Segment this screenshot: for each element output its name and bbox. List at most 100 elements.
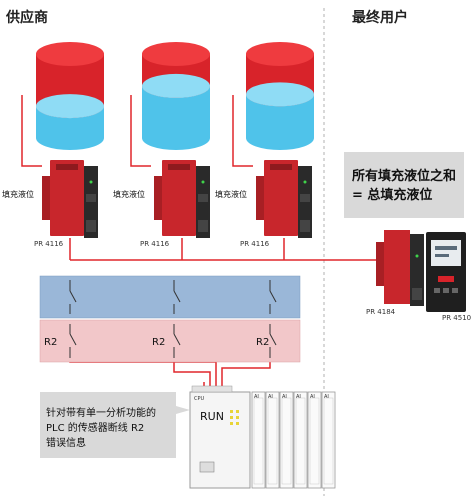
plc-ethernet-port [199,461,215,473]
relay-contact-blue-2 [173,280,181,314]
pr4116-module-1 [42,160,98,238]
analog-bus [70,252,401,261]
tank-liquid [246,94,314,150]
relay-contact-r2-3 [269,324,277,358]
fill-level-label-3: 填充液位 [215,189,247,199]
module-side [256,176,266,220]
ai-label-1: AI [254,394,259,400]
relay-band-blue [39,275,301,319]
module-terminal-top [56,164,78,170]
tank-top [36,42,104,66]
relay-contact-r2-2 [173,324,181,358]
module-body [162,160,196,236]
plc-note-pointer [176,406,190,414]
pr4184-label: PR 4184 [366,308,396,316]
relay-r2-label-3: R2 [256,337,269,348]
supplier-heading: 供应商 [5,9,48,26]
tank-3 [246,42,314,150]
plc-status-leds [230,410,239,425]
pr4510-label: PR 4510 [442,314,471,322]
module-led [89,180,93,184]
device-button-right [452,288,458,293]
sensor-wire-3 [232,95,253,167]
device-side [376,242,386,286]
tank-top [142,42,210,66]
tank-liquid [142,85,210,150]
pr4510-device [426,232,466,312]
device-button-red [438,276,454,282]
module-terminal-bottom [198,220,208,232]
plc-note-line2: PLC 的传感器断线 R2 [46,421,144,434]
plc-io-modules [251,391,336,489]
tank-1 [36,42,104,150]
relay-r2-label-1: R2 [44,337,57,348]
plc-ai-module-4 [293,391,308,489]
plc-note-line1: 针对带有单一分析功能的 [46,406,156,419]
device-terminal [412,288,422,300]
plc-note-callout [40,392,176,458]
plc-cpu-label: CPU [194,396,205,402]
tank-liquid [36,106,104,150]
tank-liquid-surface [142,73,210,98]
module-model-label-3: PR 4116 [240,240,270,248]
module-body [264,160,298,236]
relay-contacts-blue [69,280,277,314]
module-side [42,176,52,220]
module-terminal-bottom [300,220,310,232]
ai-label-2: AI [268,394,273,400]
module-body [50,160,84,236]
plc-unit: CPU RUN AI AI AI AI AI AI [189,385,336,489]
relay-contact-r2-1 [69,324,77,358]
ai-label-5: AI [310,394,315,400]
plc-ai-module-6 [321,391,336,489]
fill-level-label-2: 填充液位 [113,189,145,199]
plc-ai-module-3 [279,391,294,489]
module-terminal-bottom [86,220,96,232]
pr4116-module-3 [256,160,312,238]
relay-r2-label-2: R2 [152,337,165,348]
device-screen-bar [435,246,457,250]
pr4184-device [376,230,424,306]
module-terminal-top [270,164,292,170]
plc-ai-module-2 [265,391,280,489]
plc-ai-module-5 [307,391,322,489]
fill-level-label-1: 填充液位 [2,189,34,199]
module-model-label-2: PR 4116 [140,240,170,248]
end-user-heading: 最终用户 [352,9,408,26]
module-display [198,194,208,202]
relay-contact-blue-1 [69,280,77,314]
total-level-line1: 所有填充液位之和 [352,168,456,184]
module-led [303,180,307,184]
ai-label-4: AI [296,394,301,400]
plc-ai-module-1 [251,391,266,489]
relay-contact-blue-3 [269,280,277,314]
tank-top [246,42,314,66]
ai-label-3: AI [282,394,287,400]
module-display [300,194,310,202]
device-button-left [434,288,440,293]
plc-cpu [189,391,251,489]
module-led [201,180,205,184]
plc-terminal-strip [191,385,233,393]
pr4116-module-2 [154,160,210,238]
tank-liquid-surface [246,82,314,107]
tank-2 [142,42,210,150]
ai-label-6: AI [324,394,329,400]
sensor-wire-2 [130,95,151,167]
relay-contacts-pink [69,324,277,358]
device-led [415,254,419,258]
tank-liquid-surface [36,94,104,119]
module-display [86,194,96,202]
sensor-wire-1 [21,95,42,167]
total-level-line2: = 总填充液位 [352,187,432,203]
module-model-label-1: PR 4116 [34,240,64,248]
device-screen-line [435,254,449,257]
plc-note-line3: 错误信息 [46,436,86,449]
device-body [384,230,410,304]
device-screen [431,240,461,266]
total-level-callout [344,152,464,218]
plc-run-label: RUN [200,410,224,423]
module-terminal-top [168,164,190,170]
relay-band-pink [39,319,301,363]
